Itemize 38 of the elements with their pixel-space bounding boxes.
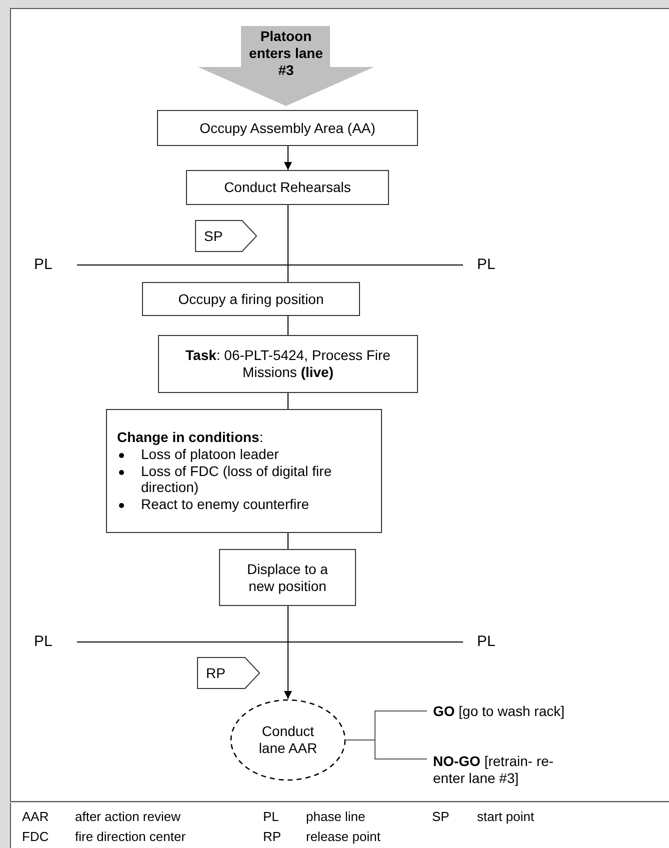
abbreviation-meaning: after action review (75, 809, 180, 824)
abbreviation: AAR (22, 809, 49, 824)
process-box (219, 549, 356, 606)
arrow (284, 146, 292, 170)
abbreviation-meaning: start point (477, 809, 534, 824)
abbreviation: RP (263, 829, 282, 844)
abbreviation: SP (432, 809, 450, 824)
node-text: RP (206, 664, 226, 682)
arrow (284, 606, 292, 700)
bullet-item: Loss of FDC (loss of digital fire direction) (141, 462, 333, 496)
process-box (157, 110, 418, 146)
conditions-box (106, 409, 382, 533)
process-box (158, 335, 418, 393)
node-text: Displace to a new position (246, 560, 329, 594)
node-text: Occupy a firing position (178, 290, 324, 308)
phase-line-label: PL (477, 633, 496, 650)
box-heading: Change in conditions: (117, 429, 264, 446)
connector-line (346, 740, 428, 760)
node-text: Conduct lane AAR (258, 723, 318, 757)
abbreviation: PL (263, 809, 279, 824)
node-text: Platoon enters lane #3 (248, 28, 324, 78)
node-text: Occupy Assembly Area (AA) (200, 120, 376, 136)
process-box (186, 170, 389, 205)
bullet-item: Loss of platoon leader (141, 446, 279, 463)
abbreviation: FDC (22, 829, 49, 844)
node-text: Conduct Rehearsals (224, 179, 351, 196)
abbreviation-meaning: fire direction center (75, 829, 186, 844)
bullet-item: React to enemy counterfire (141, 496, 310, 513)
node-text: SP (204, 228, 223, 244)
abbreviation-meaning: phase line (306, 809, 366, 824)
node-text: GO [go to wash rack] (433, 702, 564, 720)
node-text: Task: 06-PLT-5424, Process Fire Missions (live) (184, 347, 392, 381)
process-box (142, 282, 360, 316)
phase-line-label: PL (34, 633, 52, 650)
phase-line-label: PL (477, 256, 496, 273)
abbreviation-meaning: release point (306, 829, 380, 844)
phase-line-label: PL (34, 256, 52, 273)
node-text: NO-GO [retrain- re-enter lane #3] (433, 753, 555, 787)
